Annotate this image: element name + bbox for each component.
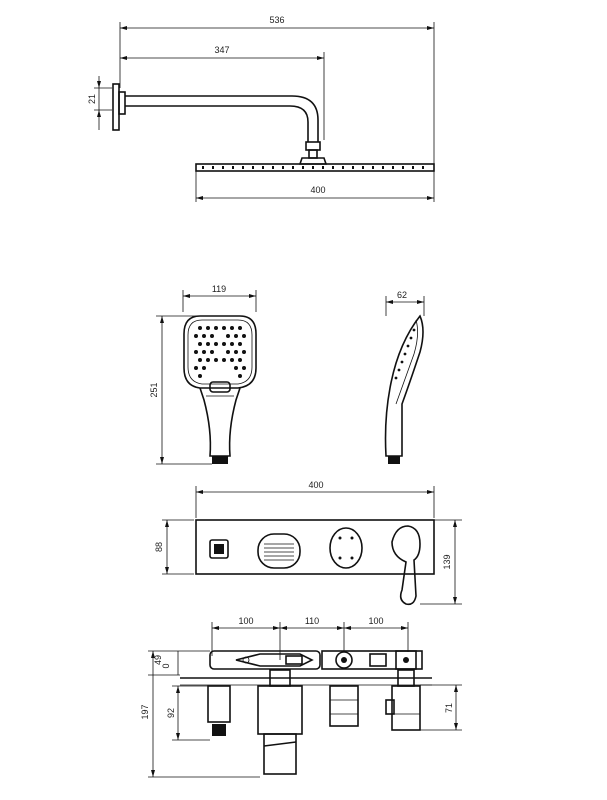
dim-hand-length: 251 (149, 382, 159, 397)
dim-spacing-middle: 110 (305, 616, 319, 626)
nozzle-pattern (194, 326, 246, 378)
dim-outlet-depth: 92 (166, 708, 176, 718)
push-button (329, 527, 363, 569)
dim-cartridge-depth: 71 (444, 703, 454, 713)
shower-head-assembly: 536 347 21 (87, 15, 435, 202)
dim-spacing-left: 100 (238, 616, 253, 626)
dim-plate-width: 400 (308, 480, 323, 490)
spray-button (209, 381, 231, 393)
diverter-knob (257, 533, 301, 569)
concealed-body-section: 100 110 100 49 0 197 92 71 (140, 616, 462, 778)
dim-head-width: 400 (310, 185, 325, 195)
dim-depth-min: 49 (153, 655, 163, 665)
dim-arm-length: 347 (214, 45, 229, 55)
hand-shower-holder (209, 539, 229, 559)
dim-flange-height: 21 (87, 94, 97, 104)
hand-shower-side-view: 62 (384, 290, 425, 464)
dim-install-depth: 197 (140, 704, 150, 719)
dim-depth-max: 0 (161, 663, 171, 668)
dim-total-height: 139 (442, 554, 452, 569)
dim-hand-width: 119 (212, 284, 226, 294)
dim-total-reach: 536 (269, 15, 284, 25)
hand-shower-front-view: 119 251 (149, 284, 257, 465)
dim-spacing-right: 100 (368, 616, 383, 626)
mixer-lever (391, 525, 421, 606)
dim-hand-depth: 62 (397, 290, 407, 300)
dim-plate-height: 88 (154, 542, 164, 552)
wall-plate-front-view: 400 88 139 (154, 480, 462, 606)
